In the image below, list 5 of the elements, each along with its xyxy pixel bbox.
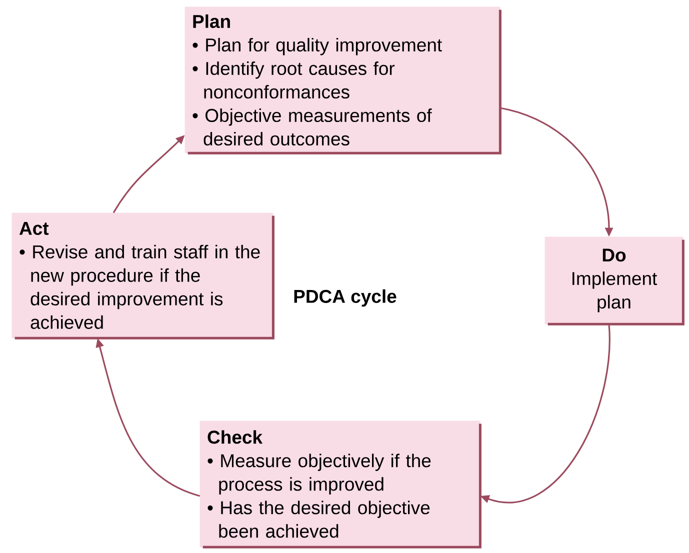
diagram-title: PDCA cycle [294,289,396,307]
text-box: Plan • Plan for quality improvement • Identify root causes for nonconformances • Objective measurements of desired outcomes [184,6,502,154]
text-box: Check • Measure objectively if the process is improved • Has the desired objective been achieved [200,420,482,548]
text-box: Do Implement plan [544,236,684,326]
text-box: Act • Revise and train staff in the new procedure if the desired improvement is achieved [12,212,274,340]
